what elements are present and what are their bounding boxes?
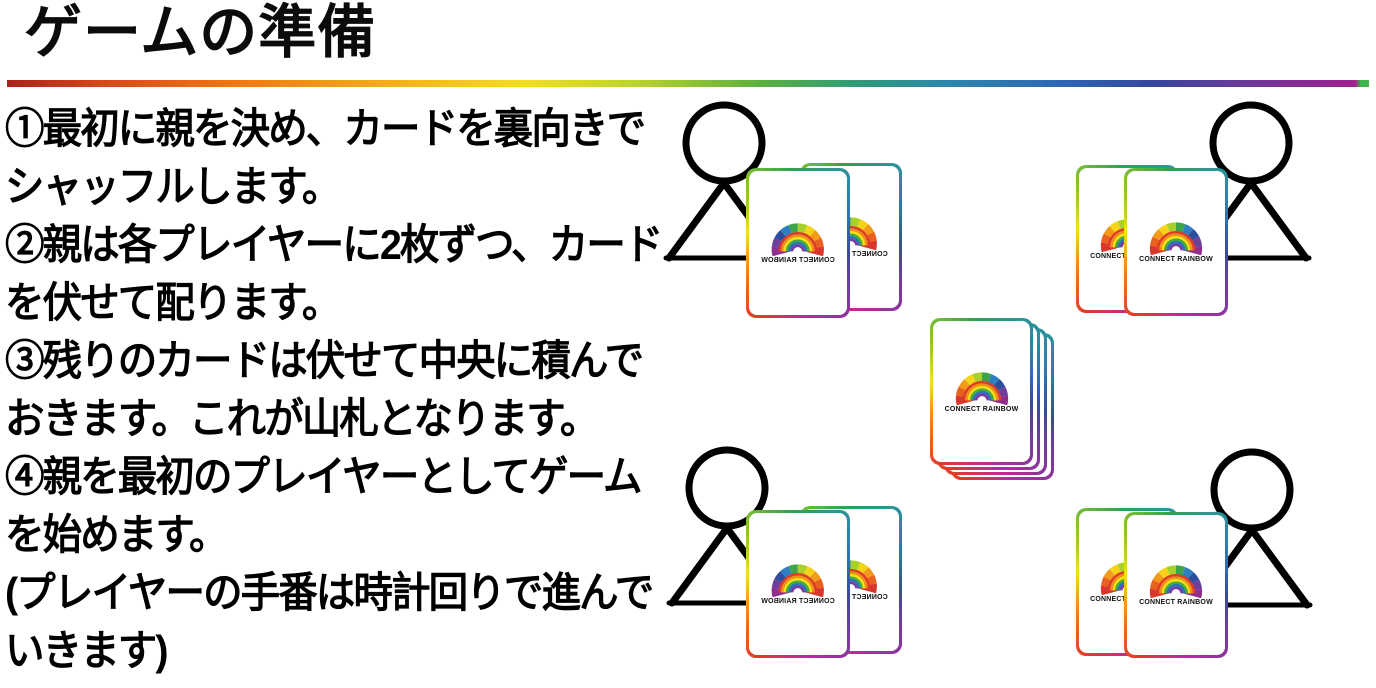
draw-pile-card-top: CONNECT RAINBOW bbox=[930, 318, 1033, 465]
instruction-line-5: ③残りのカードは伏せて中央に積んで bbox=[5, 337, 644, 384]
connect-rainbow-logo-icon bbox=[1148, 564, 1204, 598]
card-top-right-front: CONNECT RAINBOW bbox=[1124, 168, 1228, 316]
card-logo-text: CONNECT RAINBOW bbox=[761, 598, 835, 605]
instruction-line-9: (プレイヤーの手番は時計回りで進んで bbox=[5, 569, 654, 616]
instruction-line-3: ②親は各プレイヤーに2枚ずつ、カード bbox=[5, 221, 663, 268]
page-title: ゲームの準備 bbox=[24, 0, 377, 65]
card-top-left-front: CONNECT RAINBOW bbox=[746, 168, 850, 318]
connect-rainbow-logo-icon bbox=[770, 222, 826, 256]
instruction-line-4: を伏せて配ります。 bbox=[5, 279, 341, 326]
instruction-line-7: ④親を最初のプレイヤーとしてゲーム bbox=[5, 453, 643, 500]
instruction-line-1: ①最初に親を決め、カードを裏向きで bbox=[5, 105, 646, 152]
card-logo-text: CONNECT RAINBOW bbox=[1139, 599, 1213, 606]
connect-rainbow-logo-icon bbox=[1148, 221, 1204, 255]
instruction-line-8: を始めます。 bbox=[5, 511, 229, 558]
setup-instructions: ①最初に親を決め、カードを裏向きで シャッフルします。 ②親は各プレイヤーに2枚… bbox=[5, 100, 695, 680]
instruction-line-6: おきます。これが山札となります。 bbox=[5, 395, 599, 442]
connect-rainbow-logo-icon bbox=[954, 370, 1009, 405]
card-logo-text: CONNECT RAINBOW bbox=[761, 257, 835, 264]
card-bottom-left-front: CONNECT RAINBOW bbox=[746, 510, 850, 658]
instruction-line-10: いきます) bbox=[5, 627, 169, 674]
card-bottom-right-front: CONNECT RAINBOW bbox=[1124, 512, 1228, 658]
connect-rainbow-logo-icon bbox=[770, 563, 826, 597]
card-logo-text: CONNECT RAINBOW bbox=[944, 405, 1019, 413]
card-logo-text: CONNECT RAINBOW bbox=[1139, 256, 1213, 263]
rainbow-divider bbox=[7, 80, 1369, 87]
instruction-line-2: シャッフルします。 bbox=[5, 163, 341, 210]
